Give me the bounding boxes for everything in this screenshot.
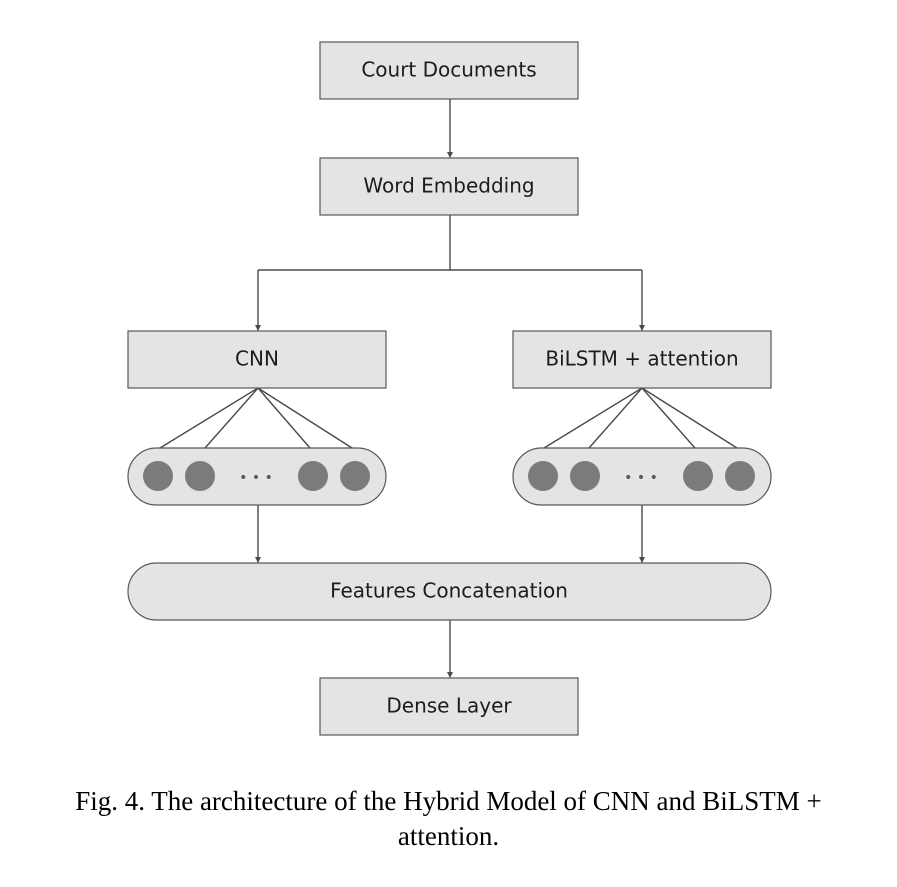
word-embedding-label: Word Embedding	[363, 174, 534, 198]
court-documents-label: Court Documents	[361, 58, 536, 82]
neuron	[725, 461, 755, 491]
court-documents-node: Court Documents	[319, 41, 579, 100]
figure-caption: Fig. 4. The architecture of the Hybrid M…	[0, 784, 897, 854]
bilstm-label: BiLSTM + attention	[545, 347, 738, 371]
court-documents-box	[319, 41, 579, 100]
bilstm-fan-line	[641, 387, 696, 449]
neuron	[570, 461, 600, 491]
neuron	[298, 461, 328, 491]
bilstm-fan-line	[641, 387, 738, 449]
cnn-fan-line	[204, 387, 259, 449]
word-embedding-box	[319, 157, 579, 216]
bilstm-layer-pill	[512, 447, 772, 506]
cnn-node: CNN	[127, 330, 387, 389]
neuron	[185, 461, 215, 491]
features-concatenation-label: Features Concatenation	[330, 579, 568, 603]
dense-layer-label: Dense Layer	[386, 694, 512, 718]
cnn-layer-pill	[127, 447, 387, 506]
neuron	[528, 461, 558, 491]
bilstm-fan-line	[543, 387, 643, 449]
word-embedding-node: Word Embedding	[319, 157, 579, 216]
bilstm-neuron-layer: • • •	[512, 447, 772, 506]
cnn-fan-line	[159, 387, 259, 449]
bilstm-node: BiLSTM + attention	[512, 330, 772, 389]
bilstm-fan-line	[588, 387, 643, 449]
features-concatenation-node: Features Concatenation	[127, 562, 772, 621]
dense-layer-node: Dense Layer	[319, 677, 579, 736]
cnn-fan-line	[257, 387, 311, 449]
dense-layer-box	[319, 677, 579, 736]
neuron-ellipsis: • • •	[624, 470, 658, 486]
neuron	[340, 461, 370, 491]
cnn-fan-line	[257, 387, 353, 449]
bilstm-box	[512, 330, 772, 389]
architecture-diagram: Court Documents Word Embedding CNN BiLST…	[127, 41, 772, 736]
connector-lines	[159, 99, 738, 678]
neuron-ellipsis: • • •	[239, 470, 273, 486]
caption-line-1: Fig. 4. The architecture of the Hybrid M…	[75, 786, 822, 816]
caption-line-2: attention.	[397, 821, 500, 851]
cnn-label: CNN	[235, 347, 279, 371]
neuron	[143, 461, 173, 491]
neuron	[683, 461, 713, 491]
features-concatenation-pill	[127, 562, 772, 621]
cnn-box	[127, 330, 387, 389]
cnn-neuron-layer: • • •	[127, 447, 387, 506]
